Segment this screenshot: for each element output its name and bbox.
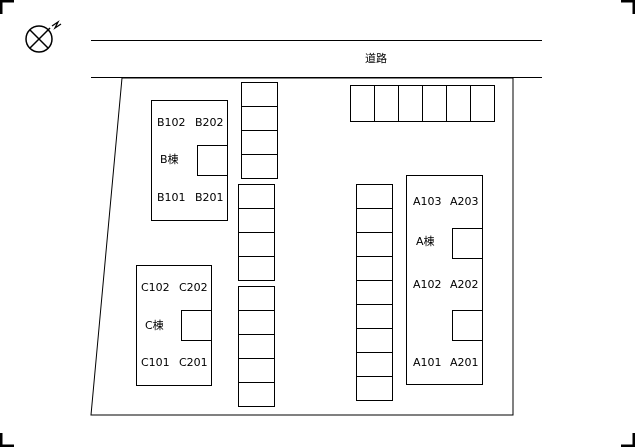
north-arrow-icon [25,20,62,53]
unit-a102: A102 [413,278,442,291]
building-b-name: B棟 [160,152,179,166]
building-c-name: C棟 [145,318,164,332]
building-b: B102 B202 B棟 B101 B201 [151,100,228,221]
parking-column-left-upper [241,82,278,179]
unit-a202: A202 [450,278,479,291]
parking-column-right [356,184,393,401]
unit-c202: C202 [179,281,208,294]
unit-a201: A201 [450,356,479,369]
unit-c101: C101 [141,356,170,369]
building-c: C102 C202 C棟 C101 C201 [136,265,212,386]
road [91,40,542,78]
parking-top-row [350,85,495,122]
unit-b202: B202 [195,116,224,129]
parking-column-left-lower [238,286,275,407]
unit-b201: B201 [195,191,224,204]
unit-a203: A203 [450,195,479,208]
unit-a101: A101 [413,356,442,369]
unit-b102: B102 [157,116,186,129]
building-a-name: A棟 [416,234,435,248]
building-a: A103 A203 A棟 A102 A202 A101 A201 [406,175,483,385]
unit-b101: B101 [157,191,186,204]
unit-c102: C102 [141,281,170,294]
unit-c201: C201 [179,356,208,369]
parking-column-left-middle [238,184,275,281]
road-label: 道路 [365,51,387,65]
site-boundary [90,77,514,416]
unit-a103: A103 [413,195,442,208]
